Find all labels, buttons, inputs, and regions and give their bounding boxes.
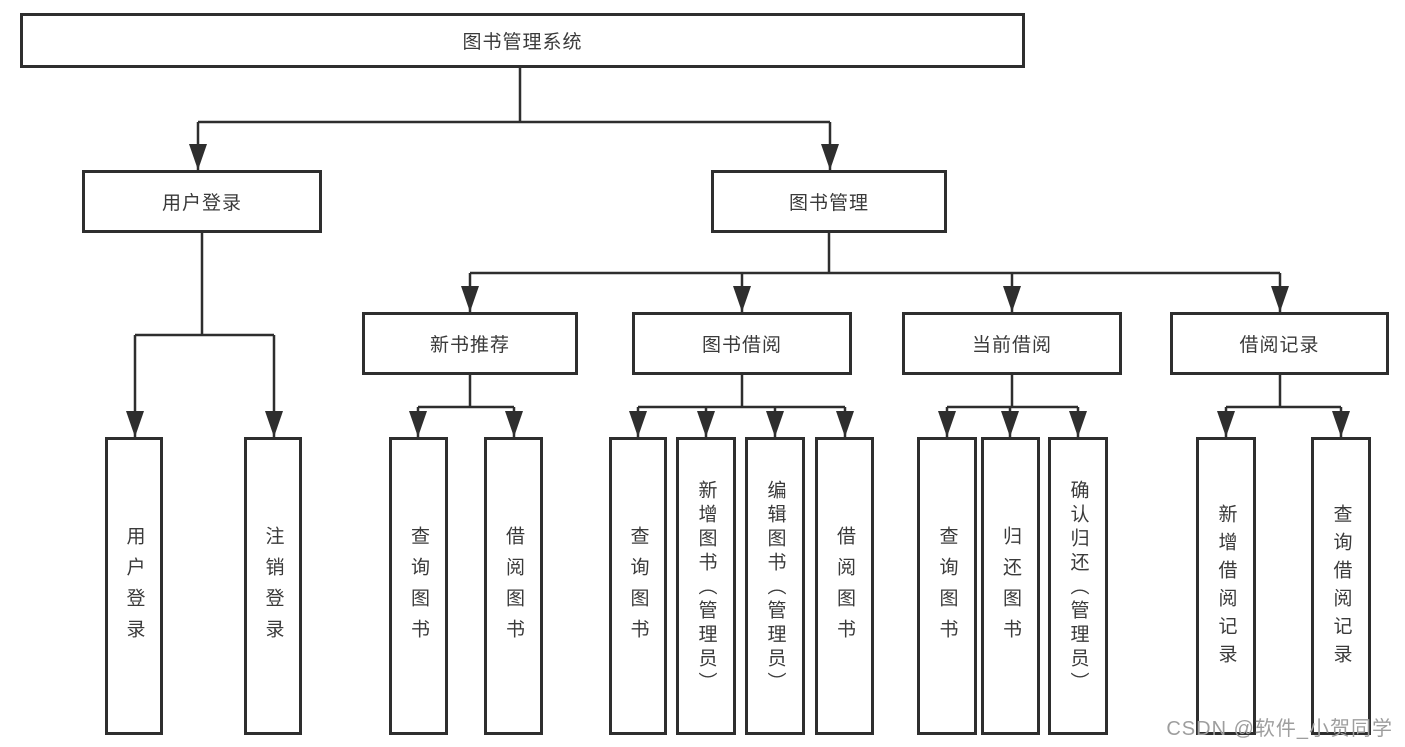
node-new-book-recommend: 新书推荐: [362, 312, 578, 375]
leaf-add-books-admin: 新增图书（管理员）: [676, 437, 736, 735]
node-user-login: 用户登录: [82, 170, 322, 233]
leaf-query-borrow-record: 查询借阅记录: [1311, 437, 1371, 735]
leaf-user-login: 用户登录: [105, 437, 163, 735]
leaf-borrow-books-recommend: 借阅图书: [484, 437, 543, 735]
leaf-edit-books-admin: 编辑图书（管理员）: [745, 437, 805, 735]
leaf-add-borrow-record: 新增借阅记录: [1196, 437, 1256, 735]
node-current-borrowing: 当前借阅: [902, 312, 1122, 375]
node-root-system: 图书管理系统: [20, 13, 1025, 68]
csdn-watermark: CSDN @软件_小贺同学: [1166, 718, 1393, 740]
leaf-logout: 注销登录: [244, 437, 302, 735]
node-book-management: 图书管理: [711, 170, 947, 233]
leaf-query-books-borrowing: 查询图书: [609, 437, 667, 735]
leaf-query-books-recommend: 查询图书: [389, 437, 448, 735]
leaf-query-books-current: 查询图书: [917, 437, 977, 735]
leaf-confirm-return-admin: 确认归还（管理员）: [1048, 437, 1108, 735]
leaf-borrow-books: 借阅图书: [815, 437, 874, 735]
node-borrowing-records: 借阅记录: [1170, 312, 1389, 375]
node-book-borrowing: 图书借阅: [632, 312, 852, 375]
leaf-return-books: 归还图书: [981, 437, 1040, 735]
